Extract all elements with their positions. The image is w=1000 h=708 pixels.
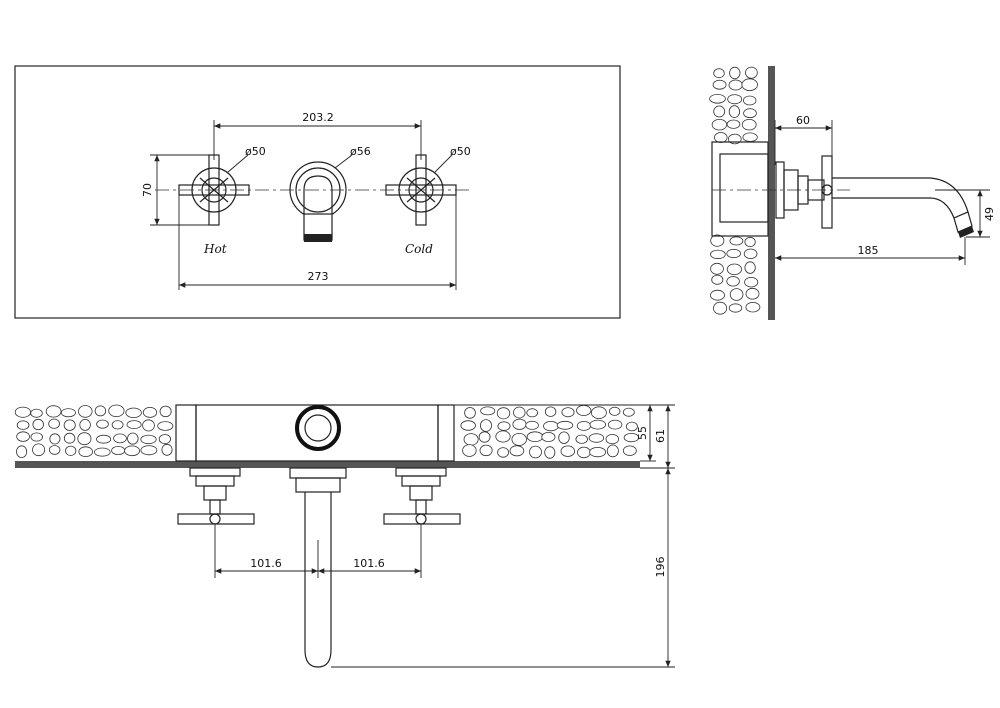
hot-handle xyxy=(178,154,250,226)
spout-top xyxy=(289,467,347,668)
concealed-box-top xyxy=(195,404,439,462)
hot-valve-top xyxy=(177,467,255,525)
wall-plate-outline xyxy=(14,65,621,319)
wall-surface-top xyxy=(15,461,640,468)
spout-front xyxy=(289,161,347,242)
wall-pebbles-side xyxy=(709,66,761,315)
dim-hot-diameter: ø50 xyxy=(245,145,266,158)
dim-spout-drop: 49 xyxy=(983,207,996,221)
dim-handle-spacing: 203.2 xyxy=(302,111,334,124)
cold-label: Cold xyxy=(405,242,433,256)
dim-handle-height: 70 xyxy=(141,183,154,197)
dim-spout-reach: 185 xyxy=(858,244,879,257)
dim-cold-diameter: ø50 xyxy=(450,145,471,158)
cold-handle xyxy=(385,154,457,226)
spout-side xyxy=(832,177,969,219)
dim-spout-length: 196 xyxy=(654,557,667,578)
top-view: 101.6 101.6 55 61 196 xyxy=(14,404,675,668)
hot-label: Hot xyxy=(203,242,227,256)
dim-body-depth-outer: 61 xyxy=(654,429,667,443)
dim-spout-diameter: ø56 xyxy=(350,145,371,158)
wall-surface xyxy=(768,66,775,320)
cold-valve-top xyxy=(383,467,461,525)
wall-pebbles-top xyxy=(14,404,640,459)
dim-overall-width: 273 xyxy=(308,270,329,283)
dim-depth: 60 xyxy=(796,114,810,127)
dim-right-spacing: 101.6 xyxy=(353,557,385,570)
front-view: 203.2 273 70 ø50 ø56 ø50 Hot Cold xyxy=(14,65,621,319)
dim-left-spacing: 101.6 xyxy=(250,557,282,570)
side-view: 60 49 185 xyxy=(709,66,996,320)
dim-body-depth-inner: 55 xyxy=(636,426,649,440)
